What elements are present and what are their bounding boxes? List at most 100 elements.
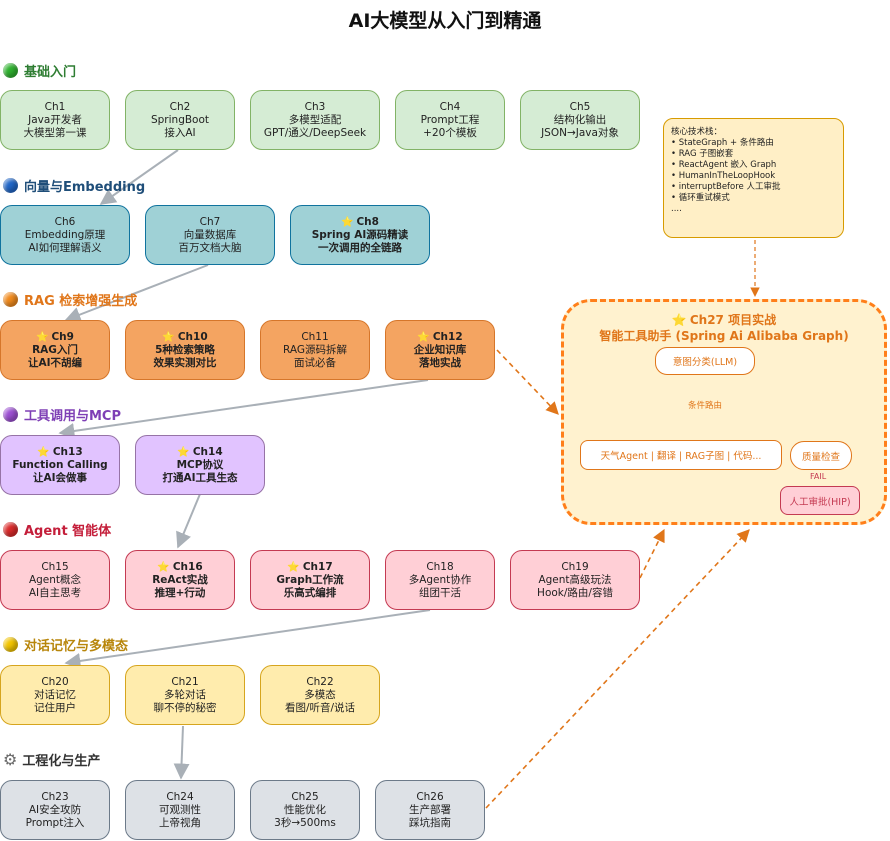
chapter-line-1: Graph工作流	[276, 573, 344, 586]
chapter-ch10[interactable]: Ch10 5种检索策略 效果实测对比	[125, 320, 245, 380]
chapter-ch12[interactable]: Ch12 企业知识库 落地实战	[385, 320, 495, 380]
chapter-number: Ch25	[291, 790, 319, 803]
chapter-number: Ch9	[36, 331, 74, 344]
arrow-ch12-to-project	[496, 349, 559, 415]
chapter-number: Ch4	[439, 100, 461, 113]
tech-stack-heading: 核心技术栈：	[671, 127, 723, 137]
chapter-line-2: 3秒→500ms	[274, 816, 336, 829]
chapter-line-1: Embedding原理	[24, 228, 106, 241]
chapter-line-2: 面试必备	[294, 356, 336, 369]
chapter-ch9[interactable]: Ch9 RAG入门 让AI不胡编	[0, 320, 110, 380]
chapter-ch8[interactable]: Ch8 Spring AI源码精读 一次调用的全链路	[290, 205, 430, 265]
tech-stack-item: • HumanInTheLoopHook	[671, 171, 776, 181]
chapter-line-1: 向量数据库	[183, 228, 237, 241]
section-tools: 工具调用与MCP	[3, 404, 121, 424]
chapter-line-2: AI如何理解语义	[28, 241, 102, 254]
chapter-line-2: 百万文档大脑	[178, 241, 242, 254]
section-engineering: ⚙ 工程化与生产	[3, 749, 100, 769]
chapter-line-2: GPT/通义/DeepSeek	[263, 126, 367, 139]
agents-node[interactable]: 天气Agent | 翻译 | RAG子图 | 代码...	[580, 440, 782, 470]
quality-check-node[interactable]: 质量检查	[790, 441, 852, 470]
chapter-ch13[interactable]: Ch13 Function Calling 让AI会做事	[0, 435, 120, 495]
chapter-line-2: 乐高式编排	[283, 586, 337, 599]
chapter-number: Ch18	[426, 560, 454, 573]
chapter-number: Ch26	[416, 790, 444, 803]
tech-stack-item: • StateGraph + 条件路由	[671, 138, 774, 148]
chapter-ch20[interactable]: Ch20 对话记忆 记住用户	[0, 665, 110, 725]
chapter-ch21[interactable]: Ch21 多轮对话 聊不停的秘密	[125, 665, 245, 725]
chapter-ch16[interactable]: Ch16 ReAct实战 推理+行动	[125, 550, 235, 610]
page-title: AI大模型从入门到精通	[348, 10, 542, 32]
chapter-ch1[interactable]: Ch1 Java开发者 大模型第一课	[0, 90, 110, 150]
chapter-number: Ch7	[199, 215, 221, 228]
section-agent-label: Agent 智能体	[24, 523, 112, 539]
chapter-line-1: 性能优化	[284, 803, 326, 816]
chapter-ch17[interactable]: Ch17 Graph工作流 乐高式编排	[250, 550, 370, 610]
section-vectors-label: 向量与Embedding	[24, 179, 146, 195]
chapter-line-2: 记住用户	[34, 701, 76, 714]
section-basics: 基础入门	[3, 60, 76, 80]
chapter-line-2: 看图/听音/说话	[284, 701, 356, 714]
chapter-ch14[interactable]: Ch14 MCP协议 打通AI工具生态	[135, 435, 265, 495]
section-engineering-label: 工程化与生产	[22, 753, 101, 769]
chapter-ch5[interactable]: Ch5 结构化输出 JSON→Java对象	[520, 90, 640, 150]
chapter-line-1: 可观测性	[159, 803, 201, 816]
chapter-ch22[interactable]: Ch22 多模态 看图/听音/说话	[260, 665, 380, 725]
chapter-ch24[interactable]: Ch24 可观测性 上帝视角	[125, 780, 235, 840]
tech-stack-item: • RAG 子图嵌套	[671, 149, 734, 159]
tech-stack-item: • interruptBefore 人工审批	[671, 182, 781, 192]
chapter-line-1: 对话记忆	[34, 688, 76, 701]
chapter-number: Ch16	[157, 561, 203, 574]
chapter-line-1: Agent高级玩法	[538, 573, 612, 586]
section-basics-label: 基础入门	[24, 64, 77, 80]
chapter-line-2: JSON→Java对象	[541, 126, 619, 139]
chapter-number: Ch6	[54, 215, 76, 228]
chapter-ch7[interactable]: Ch7 向量数据库 百万文档大脑	[145, 205, 275, 265]
human-approval-node[interactable]: 人工审批(HIP)	[780, 486, 860, 515]
arrow-ch2-to-ch6	[99, 149, 179, 205]
chapter-ch3[interactable]: Ch3 多模型适配 GPT/通义/DeepSeek	[250, 90, 380, 150]
chapter-line-2: 推理+行动	[154, 586, 206, 599]
tech-stack-item: ....	[671, 204, 682, 214]
tech-stack-item: • 循环重试模式	[671, 193, 730, 203]
chapter-ch25[interactable]: Ch25 性能优化 3秒→500ms	[250, 780, 360, 840]
green-circle-icon	[3, 62, 18, 78]
chapter-ch23[interactable]: Ch23 AI安全攻防 Prompt注入	[0, 780, 110, 840]
chapter-line-2: 接入AI	[164, 126, 196, 139]
chapter-line-1: 5种检索策略	[155, 343, 215, 356]
chapter-line-1: Prompt工程	[420, 113, 480, 126]
star-icon: ⭐	[671, 313, 687, 327]
chapter-line-2: 聊不停的秘密	[153, 701, 217, 714]
chapter-ch26[interactable]: Ch26 生产部署 踩坑指南	[375, 780, 485, 840]
chapter-ch4[interactable]: Ch4 Prompt工程 +20个模板	[395, 90, 505, 150]
chapter-line-1: 结构化输出	[553, 113, 607, 126]
chapter-number: Ch14	[177, 446, 223, 459]
chapter-ch11[interactable]: Ch11 RAG源码拆解 面试必备	[260, 320, 370, 380]
fail-label: FAIL	[810, 472, 827, 481]
project-subtitle: 智能工具助手 (Spring Ai Alibaba Graph)	[599, 329, 849, 343]
chapter-number: Ch17	[287, 561, 333, 574]
chapter-line-2: 让AI不胡编	[27, 356, 83, 369]
chapter-ch19[interactable]: Ch19 Agent高级玩法 Hook/路由/容错	[510, 550, 640, 610]
chapter-line-1: 多轮对话	[164, 688, 206, 701]
intent-classification-node[interactable]: 意图分类(LLM)	[655, 347, 755, 375]
chapter-number: Ch8	[341, 216, 379, 229]
chapter-ch15[interactable]: Ch15 Agent概念 AI自主思考	[0, 550, 110, 610]
chapter-line-2: Prompt注入	[25, 816, 85, 829]
arrow-ch19-to-project	[639, 528, 665, 579]
chapter-number: Ch15	[41, 560, 69, 573]
chapter-line-1: 多模型适配	[288, 113, 342, 126]
chapter-ch2[interactable]: Ch2 SpringBoot 接入AI	[125, 90, 235, 150]
chapter-number: Ch11	[301, 330, 329, 343]
chapter-line-1: Agent概念	[28, 573, 82, 586]
chapter-number: Ch3	[304, 100, 326, 113]
project-title: Ch27 项目实战	[689, 313, 777, 327]
chapter-ch6[interactable]: Ch6 Embedding原理 AI如何理解语义	[0, 205, 130, 265]
chapter-line-1: 企业知识库	[413, 343, 467, 356]
chapter-line-2: 落地实战	[419, 356, 461, 369]
chapter-ch18[interactable]: Ch18 多Agent协作 组团干活	[385, 550, 495, 610]
chapter-line-1: RAG入门	[32, 343, 78, 356]
yellow-circle-icon	[3, 636, 18, 652]
project-title-block: ⭐Ch27 项目实战 智能工具助手 (Spring Ai Alibaba Gra…	[561, 312, 887, 344]
chapter-number: Ch2	[169, 100, 191, 113]
